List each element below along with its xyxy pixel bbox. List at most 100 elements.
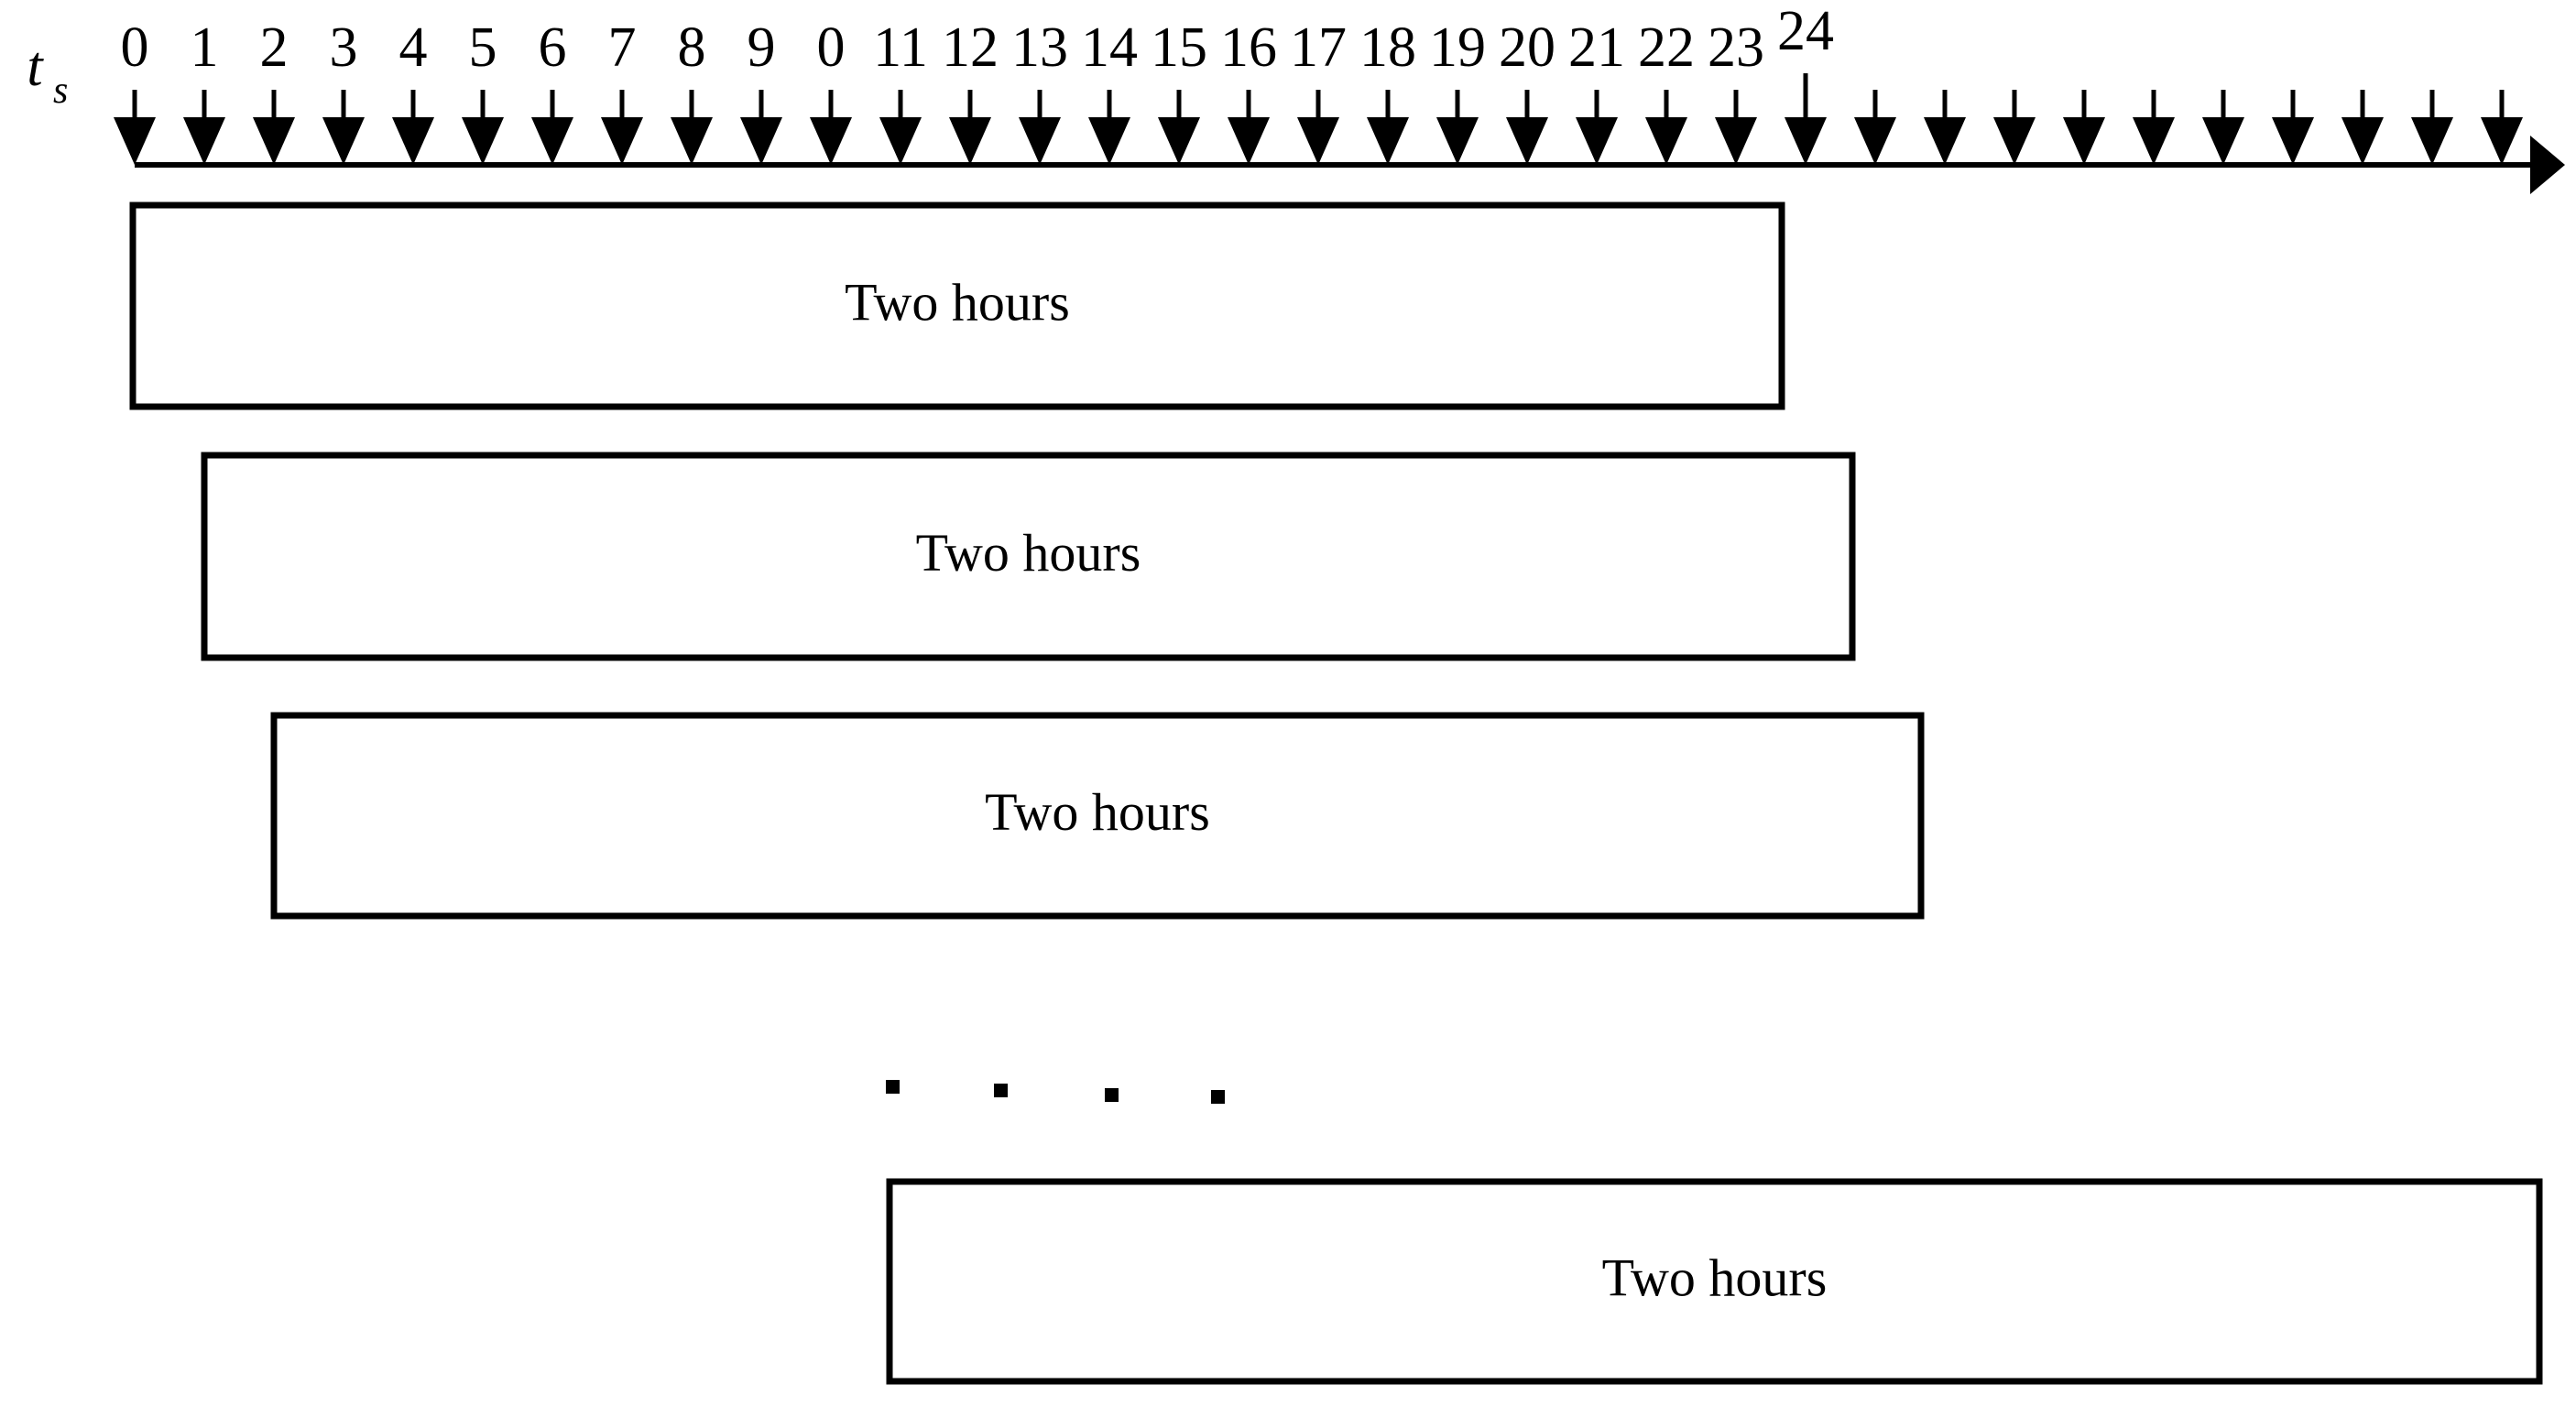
tick-arrow-6: [531, 90, 573, 165]
tick-label-12: 12: [942, 16, 999, 79]
tick-label-11: 11: [873, 16, 928, 79]
arrow-head-icon: [1576, 117, 1618, 165]
interval-box-4: Two hours: [886, 1178, 2543, 1385]
tick-arrow-10: [810, 90, 852, 165]
arrow-head-icon: [183, 117, 225, 165]
tick-label-0: 0: [121, 16, 149, 79]
tick-arrow-2: [253, 90, 295, 165]
tick-arrow-4: [392, 90, 434, 165]
tick-arrow-9: [740, 90, 782, 165]
tick-arrow-26: [1924, 90, 1966, 165]
arrow-head-icon: [1367, 117, 1409, 165]
tick-arrow-16: [1228, 90, 1270, 165]
axis-variable-label: t s: [27, 36, 68, 112]
interval-box-2: Two hours: [201, 452, 1856, 661]
tick-arrow-12: [949, 90, 991, 165]
tick-label-15: 15: [1151, 16, 1207, 79]
tick-label-7: 7: [608, 16, 637, 79]
tick-label-8: 8: [678, 16, 706, 79]
arrow-head-icon: [1506, 117, 1548, 165]
arrow-head-icon: [1019, 117, 1061, 165]
ellipsis-dot-0: [886, 1080, 900, 1094]
tick-arrow-28: [2063, 90, 2105, 165]
arrow-head-icon: [2133, 117, 2175, 165]
tick-label-13: 13: [1011, 16, 1068, 79]
tick-arrow-23: [1715, 90, 1757, 165]
arrow-head-icon: [1088, 117, 1130, 165]
arrow-head-icon: [114, 117, 156, 165]
arrow-head-icon: [322, 117, 365, 165]
tick-arrow-29: [2133, 90, 2175, 165]
tick-arrow-14: [1088, 90, 1130, 165]
tick-arrow-1: [183, 90, 225, 165]
arrow-head-icon: [1924, 117, 1966, 165]
tick-label-3: 3: [330, 16, 358, 79]
tick-label-9: 9: [748, 16, 776, 79]
arrow-head-icon: [1785, 117, 1827, 165]
tick-label-18: 18: [1359, 16, 1416, 79]
vertical-ellipsis: [886, 1080, 1225, 1104]
arrow-head-icon: [392, 117, 434, 165]
tick-label-21: 21: [1568, 16, 1625, 79]
arrow-head-icon: [671, 117, 713, 165]
tick-label-14: 14: [1081, 16, 1138, 79]
arrow-head-icon: [2063, 117, 2105, 165]
interval-box-3: Two hours: [270, 712, 1925, 920]
arrow-head-icon: [1436, 117, 1479, 165]
arrow-head-icon: [1645, 117, 1687, 165]
tick-arrow-group: [114, 73, 2523, 165]
tick-arrow-31: [2272, 90, 2314, 165]
tick-arrow-3: [322, 90, 365, 165]
tick-arrow-7: [601, 90, 643, 165]
tick-arrow-34: [2481, 90, 2523, 165]
arrow-head-icon: [462, 117, 504, 165]
tick-arrow-21: [1576, 90, 1618, 165]
tick-arrow-33: [2411, 90, 2453, 165]
arrow-head-icon: [879, 117, 922, 165]
arrow-head-icon: [1297, 117, 1339, 165]
arrow-head-icon: [2481, 117, 2523, 165]
interval-box-3-rect: [270, 712, 1925, 920]
axis-variable-subscript-s: s: [53, 70, 68, 112]
tick-label-23: 23: [1708, 16, 1764, 79]
interval-box-4-label: Two hours: [1602, 1248, 1828, 1307]
tick-arrow-19: [1436, 90, 1479, 165]
tick-label-2: 2: [260, 16, 289, 79]
tick-arrow-5: [462, 90, 504, 165]
tick-arrow-30: [2202, 90, 2244, 165]
arrow-head-icon: [253, 117, 295, 165]
arrow-head-icon: [810, 117, 852, 165]
tick-label-10: 0: [817, 16, 846, 79]
axis-line-group: [135, 136, 2565, 194]
arrow-head-icon: [2341, 117, 2384, 165]
interval-box-1-rect: [129, 202, 1785, 410]
axis-arrowhead-icon: [2530, 136, 2565, 194]
tick-label-24: 24: [1777, 0, 1834, 62]
interval-box-2-label: Two hours: [916, 523, 1141, 583]
interval-box-1-label: Two hours: [845, 272, 1070, 332]
tick-label-22: 22: [1638, 16, 1695, 79]
tick-arrow-17: [1297, 90, 1339, 165]
tick-arrow-32: [2341, 90, 2384, 165]
tick-label-20: 20: [1499, 16, 1555, 79]
interval-box-3-label: Two hours: [985, 782, 1210, 842]
arrow-head-icon: [949, 117, 991, 165]
arrow-head-icon: [1228, 117, 1270, 165]
interval-box-1: Two hours: [129, 202, 1785, 410]
arrow-head-icon: [740, 117, 782, 165]
arrow-head-icon: [601, 117, 643, 165]
tick-label-5: 5: [469, 16, 497, 79]
tick-label-17: 17: [1290, 16, 1347, 79]
tick-arrow-15: [1158, 90, 1200, 165]
ellipsis-dot-1: [994, 1084, 1008, 1097]
tick-arrow-24: [1785, 73, 1827, 165]
arrow-head-icon: [2202, 117, 2244, 165]
tick-arrow-18: [1367, 90, 1409, 165]
tick-arrow-20: [1506, 90, 1548, 165]
tick-arrow-0: [114, 90, 156, 165]
tick-arrow-27: [1993, 90, 2036, 165]
